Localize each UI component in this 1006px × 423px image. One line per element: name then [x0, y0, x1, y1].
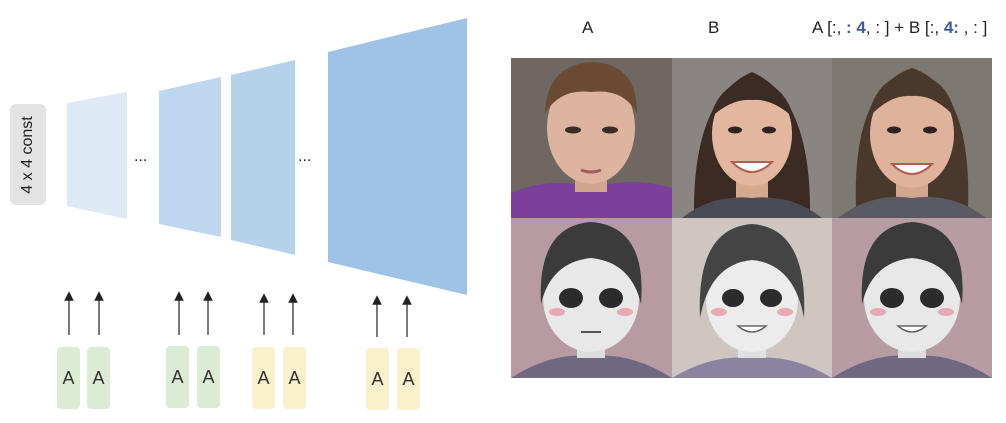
style-vector-a-1: A	[57, 347, 80, 409]
style-vector-a-4: A	[197, 346, 220, 408]
ellipsis-2: ...	[298, 148, 312, 165]
face-photo-mix	[832, 58, 992, 218]
style-vector-b-3: A	[366, 348, 389, 410]
style-vector-a-2: A	[87, 347, 110, 409]
generator-block-2	[159, 77, 221, 237]
style-vector-b-1: A	[252, 347, 275, 409]
face-anime-b	[672, 218, 832, 378]
style-vector-b-4: A	[397, 348, 420, 410]
face-anime-a	[511, 218, 672, 378]
generator-block-4	[328, 18, 467, 295]
ellipsis-1: ...	[134, 148, 148, 165]
const-input-block: 4 x 4 const	[10, 104, 46, 205]
generator-block-1	[67, 92, 127, 219]
style-vector-b-2: A	[283, 347, 306, 409]
style-vector-a-3: A	[166, 346, 189, 408]
face-anime-mix	[832, 218, 992, 378]
header-a: A	[582, 18, 594, 37]
face-photo-a	[511, 58, 672, 218]
header-b: B	[708, 18, 720, 37]
generator-block-3	[231, 60, 295, 255]
generator-diagram	[64, 18, 467, 337]
face-photo-b	[672, 58, 832, 218]
header-mix: A [:, : 4, : ] + B [:, 4: , : ]	[812, 18, 988, 37]
